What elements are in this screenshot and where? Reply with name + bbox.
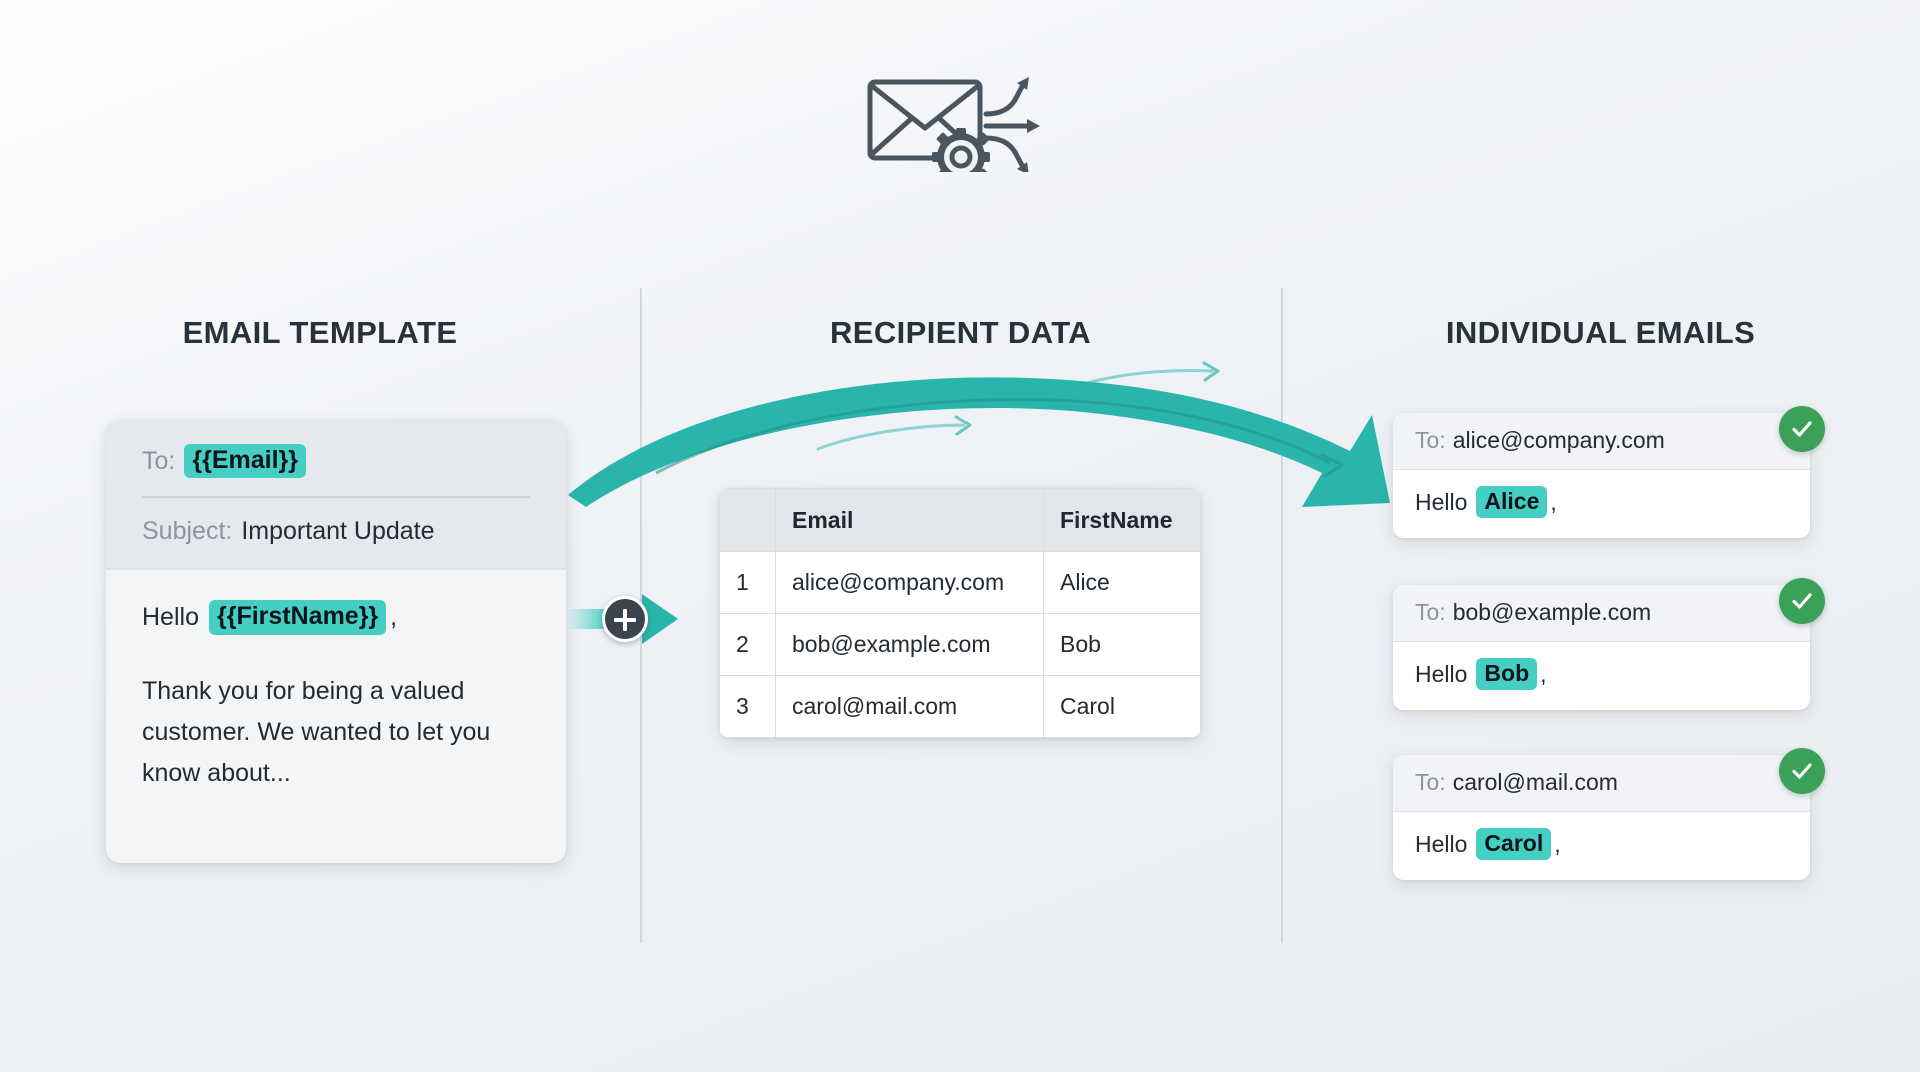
template-subject-line: Subject: Important Update	[142, 512, 530, 550]
cell-firstname[interactable]: Alice	[1043, 551, 1201, 614]
email-template-card[interactable]: To: {{Email}} Subject: Important Update …	[106, 420, 566, 863]
email-greeting-comma: ,	[1550, 488, 1557, 515]
row-index: 3	[719, 675, 776, 738]
row-index: 2	[719, 613, 776, 676]
email-greeting-lead: Hello	[1415, 660, 1468, 687]
table-row[interactable]: 2 bob@example.com Bob	[719, 613, 1201, 676]
check-glyph	[1792, 593, 1812, 609]
check-glyph	[1792, 763, 1812, 779]
envelope-gear-distribute-icon	[867, 77, 1040, 172]
template-subject-label: Subject:	[142, 517, 233, 545]
template-body-text: Thank you for being a valued customer. W…	[142, 676, 491, 787]
template-greeting-comma: ,	[390, 602, 398, 631]
template-header-rule	[142, 496, 530, 498]
template-subject-value: Important Update	[241, 517, 435, 545]
email-to-line: To:carol@mail.com	[1393, 755, 1810, 812]
column-divider-right	[1281, 288, 1283, 943]
email-greeting-line: Hello Alice ,	[1393, 470, 1810, 539]
row-index: 1	[719, 551, 776, 614]
cell-email[interactable]: bob@example.com	[775, 613, 1044, 676]
email-greeting-lead: Hello	[1415, 830, 1468, 857]
email-merged-name: Bob	[1476, 658, 1538, 691]
section-title-recipient-data: RECIPIENT DATA	[829, 315, 1092, 350]
table-header-row: Email FirstName	[719, 488, 1201, 552]
recipient-data-table: Email FirstName 1 alice@company.com Alic…	[719, 488, 1201, 738]
email-to-line: To:bob@example.com	[1393, 585, 1810, 642]
individual-email-card[interactable]: To:carol@mail.com Hello Carol ,	[1393, 755, 1810, 881]
column-header-firstname[interactable]: FirstName	[1043, 488, 1201, 552]
email-to-line: To:alice@company.com	[1393, 413, 1810, 470]
check-icon	[1779, 406, 1825, 452]
email-to-label: To:	[1415, 599, 1446, 625]
template-header: To: {{Email}} Subject: Important Update	[106, 420, 566, 568]
template-body: Hello {{FirstName}} , Thank you for bein…	[106, 568, 566, 824]
cell-email[interactable]: alice@company.com	[775, 551, 1044, 614]
email-greeting-comma: ,	[1554, 830, 1561, 857]
plus-icon[interactable]	[602, 596, 648, 642]
individual-email-card[interactable]: To:bob@example.com Hello Bob ,	[1393, 585, 1810, 711]
check-icon	[1779, 748, 1825, 794]
template-to-label: To:	[142, 447, 176, 475]
email-to-address: alice@company.com	[1452, 427, 1665, 453]
row-index-header	[719, 488, 776, 552]
header-icon-group	[0, 62, 1920, 172]
individual-email-card[interactable]: To:alice@company.com Hello Alice ,	[1393, 413, 1810, 539]
template-greeting-lead: Hello	[142, 602, 199, 631]
email-merged-name: Alice	[1476, 486, 1548, 519]
email-greeting-lead: Hello	[1415, 488, 1468, 515]
recipient-data-table-wrapper[interactable]: Email FirstName 1 alice@company.com Alic…	[719, 488, 1201, 738]
check-glyph	[1792, 421, 1812, 437]
email-greeting-comma: ,	[1540, 660, 1547, 687]
email-to-label: To:	[1415, 427, 1446, 453]
email-greeting-line: Hello Carol ,	[1393, 812, 1810, 881]
email-to-address: carol@mail.com	[1452, 769, 1618, 795]
cell-firstname[interactable]: Carol	[1043, 675, 1201, 738]
template-to-line: To: {{Email}}	[142, 442, 530, 480]
template-firstname-token: {{FirstName}}	[208, 600, 387, 635]
email-to-address: bob@example.com	[1452, 599, 1652, 625]
email-greeting-line: Hello Bob ,	[1393, 642, 1810, 711]
section-title-individual-emails: INDIVIDUAL EMAILS	[1445, 315, 1756, 350]
email-to-label: To:	[1415, 769, 1446, 795]
section-title-email-template: EMAIL TEMPLATE	[182, 315, 458, 350]
merge-connector	[566, 582, 686, 656]
cell-email[interactable]: carol@mail.com	[775, 675, 1044, 738]
cell-firstname[interactable]: Bob	[1043, 613, 1201, 676]
template-email-token: {{Email}}	[184, 443, 306, 479]
gear-icon	[932, 128, 990, 172]
template-greeting-line: Hello {{FirstName}} ,	[142, 600, 530, 635]
table-row[interactable]: 1 alice@company.com Alice	[719, 551, 1201, 614]
email-merged-name: Carol	[1476, 828, 1552, 861]
column-header-email[interactable]: Email	[775, 488, 1044, 552]
table-row[interactable]: 3 carol@mail.com Carol	[719, 675, 1201, 738]
check-icon	[1779, 578, 1825, 624]
